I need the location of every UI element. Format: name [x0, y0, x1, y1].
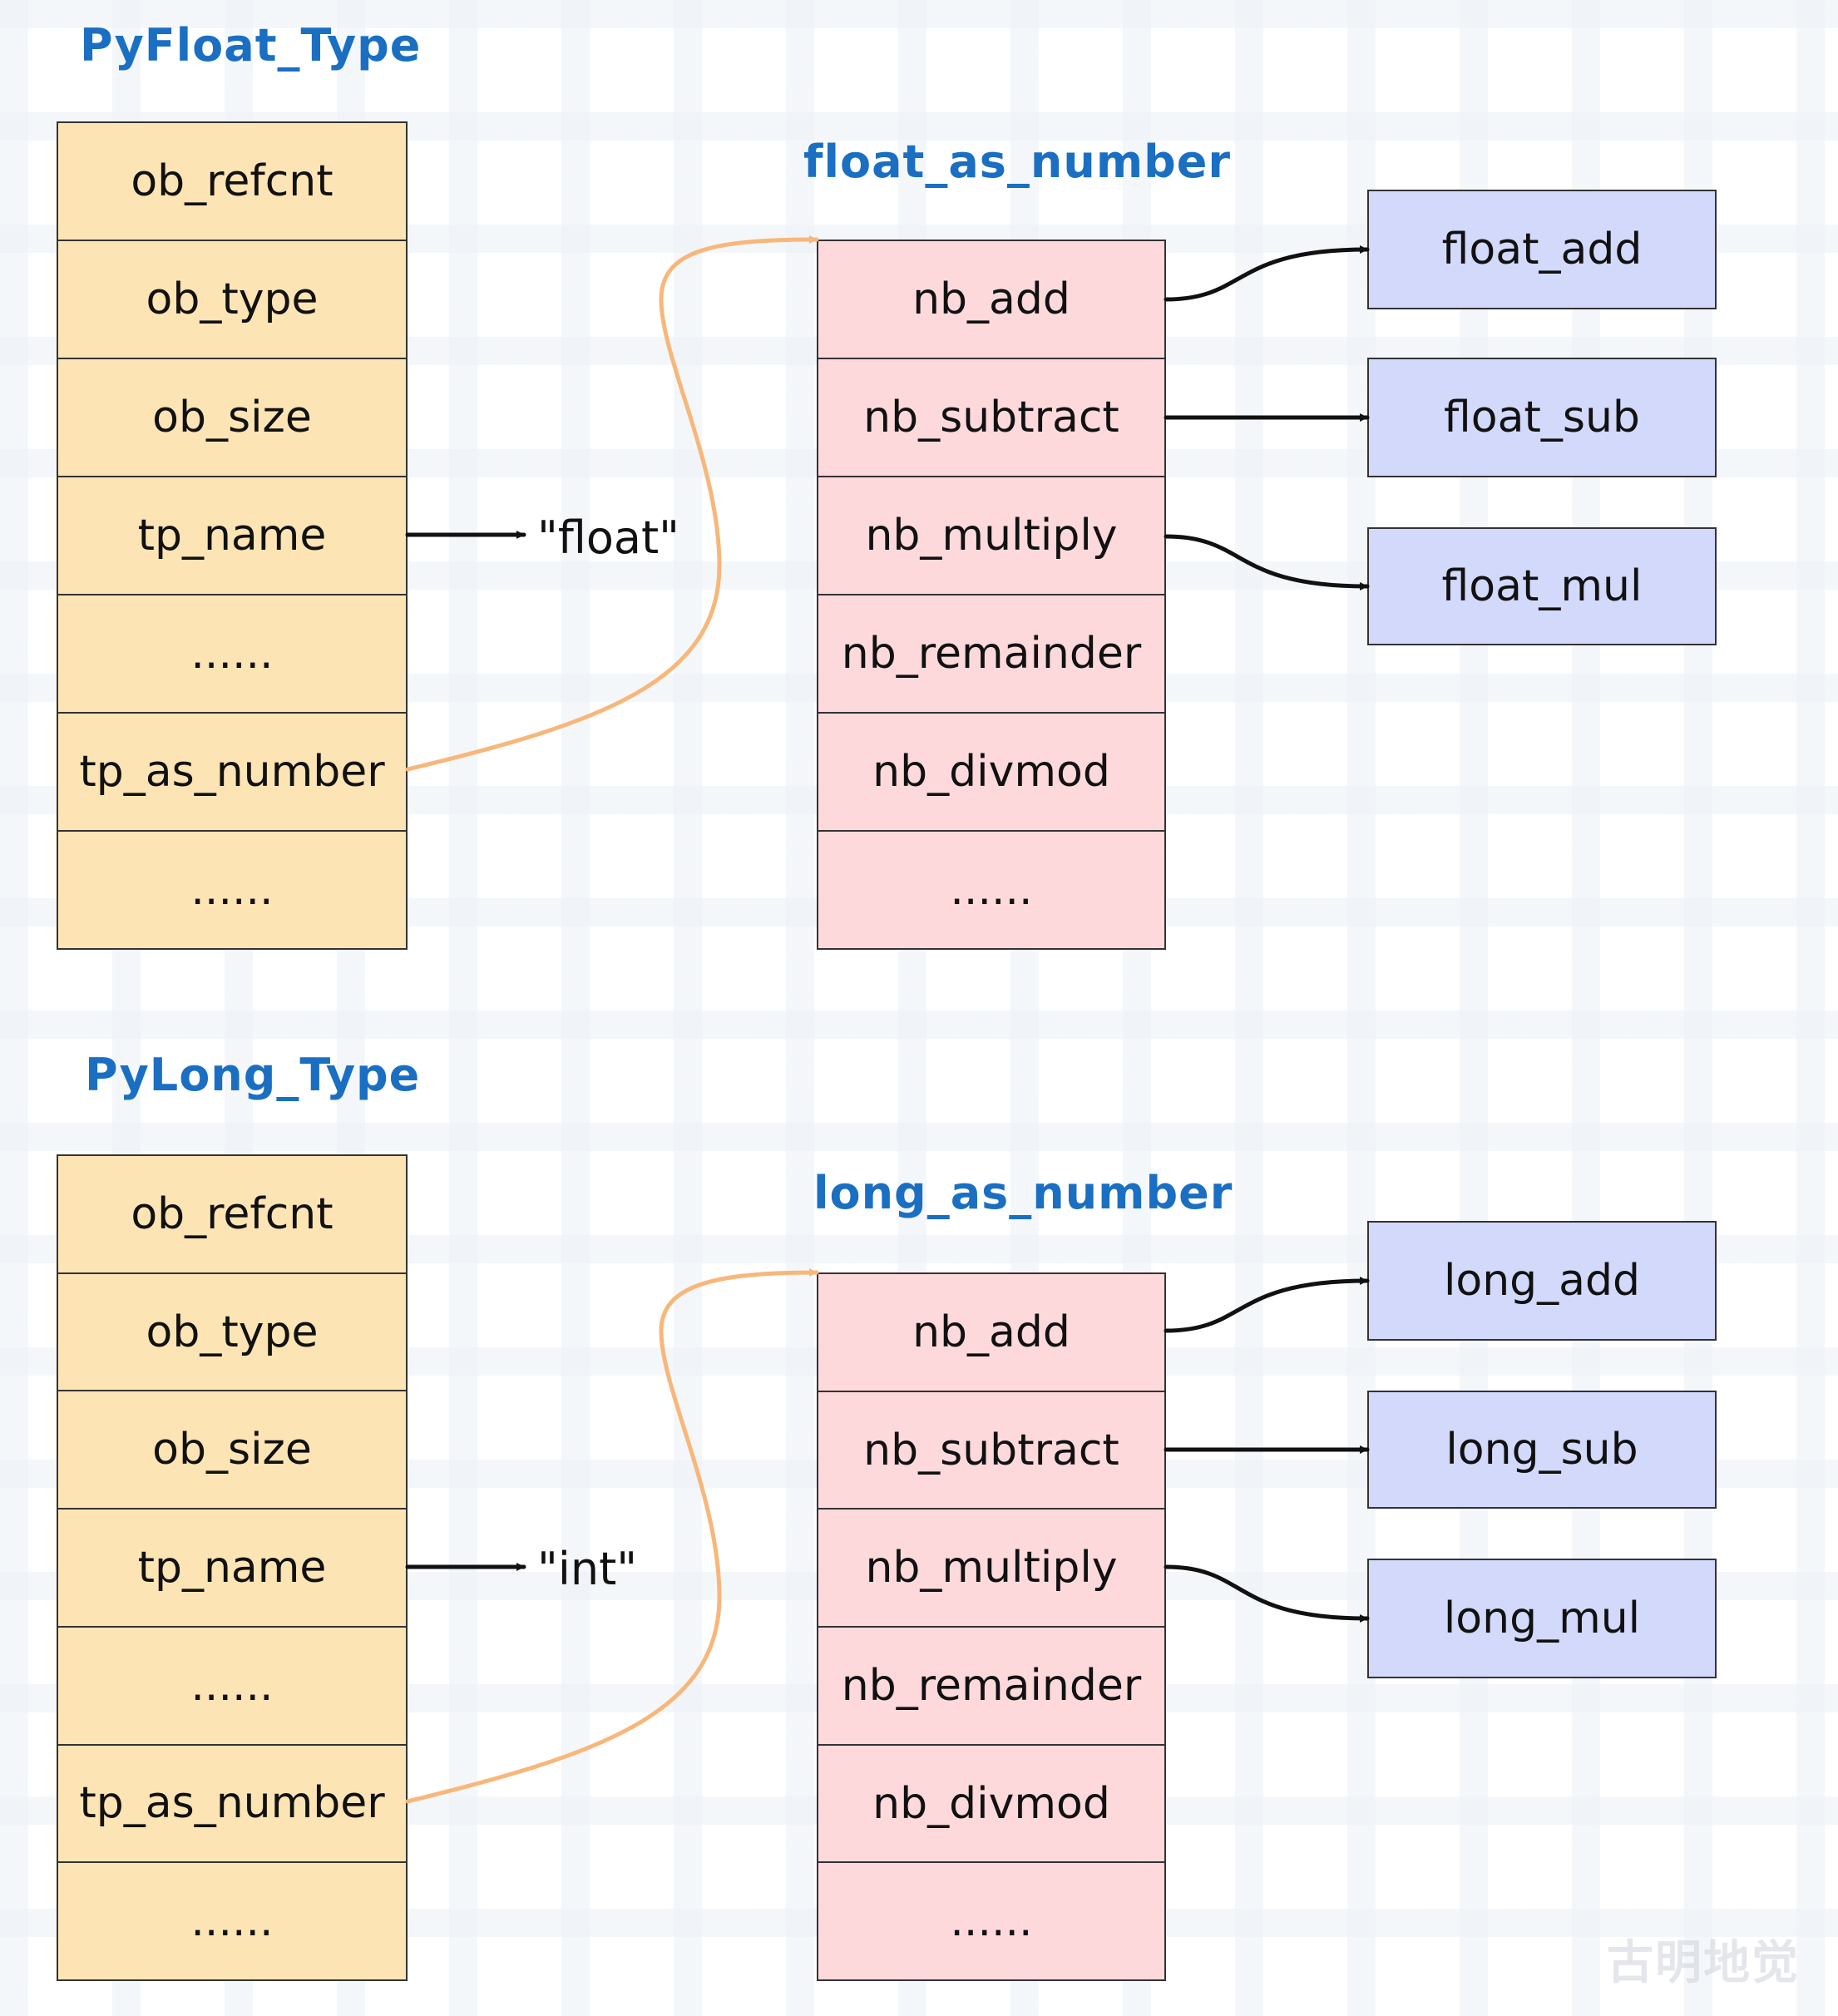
type-field-tp-as-number: tp_as_number [58, 714, 406, 832]
long-sub-function: long_sub [1367, 1391, 1717, 1509]
type-field: ob_type [58, 241, 406, 359]
float-name-string: "float" [537, 511, 679, 564]
type-field: ob_refcnt [58, 1156, 406, 1274]
number-field: nb_multiply [818, 477, 1164, 595]
type-field: ob_size [58, 1391, 406, 1510]
type-field-tp-name: tp_name [58, 477, 406, 595]
number-field: nb_remainder [818, 1628, 1164, 1746]
type-field: ob_refcnt [58, 123, 406, 241]
number-field: nb_add [818, 1274, 1164, 1392]
number-field: nb_subtract [818, 359, 1164, 477]
pylong-type-struct: ob_refcnt ob_type ob_size tp_name ......… [57, 1154, 408, 1981]
float-sub-function: float_sub [1367, 358, 1717, 477]
float-nb-add-arrow [1164, 245, 1370, 302]
long-nb-add-arrow [1164, 1277, 1370, 1333]
number-field: nb_remainder [818, 595, 1164, 714]
long-as-number-struct: nb_add nb_subtract nb_multiply nb_remain… [817, 1272, 1166, 1981]
long-as-number-title: long_as_number [813, 1167, 1233, 1219]
type-field: ...... [58, 1863, 406, 1980]
type-field: ob_size [58, 359, 406, 477]
float-tp-as-number-pointer [405, 235, 819, 772]
number-field: ...... [818, 832, 1164, 948]
pylong-type-title: PyLong_Type [85, 1049, 421, 1101]
type-field: ob_type [58, 1273, 406, 1392]
long-tp-as-number-pointer [405, 1268, 819, 1804]
float-as-number-struct: nb_add nb_subtract nb_multiply nb_remain… [817, 240, 1166, 950]
number-field: nb_multiply [818, 1510, 1164, 1628]
type-field-tp-name: tp_name [58, 1510, 406, 1628]
pyfloat-type-struct: ob_refcnt ob_type ob_size tp_name ......… [57, 121, 408, 950]
type-field: ...... [58, 1627, 406, 1746]
watermark: 古明地觉 [1607, 1936, 1800, 1990]
float-add-function: float_add [1367, 190, 1717, 309]
int-name-string: "int" [537, 1543, 638, 1595]
type-field-tp-as-number: tp_as_number [58, 1745, 406, 1864]
number-field: nb_add [818, 241, 1164, 359]
float-as-number-title: float_as_number [803, 136, 1231, 188]
float-nb-multiply-arrow [1164, 534, 1370, 590]
number-field: ...... [818, 1863, 1164, 1980]
long-mul-function: long_mul [1367, 1559, 1717, 1678]
number-field: nb_divmod [818, 1745, 1164, 1864]
long-add-function: long_add [1367, 1221, 1717, 1341]
type-field: ...... [58, 595, 406, 714]
long-nb-multiply-arrow [1164, 1564, 1370, 1623]
number-field: nb_subtract [818, 1391, 1164, 1510]
float-mul-function: float_mul [1367, 527, 1717, 645]
pyfloat-type-title: PyFloat_Type [80, 19, 422, 72]
type-field: ...... [58, 832, 406, 948]
number-field: nb_divmod [818, 714, 1164, 832]
